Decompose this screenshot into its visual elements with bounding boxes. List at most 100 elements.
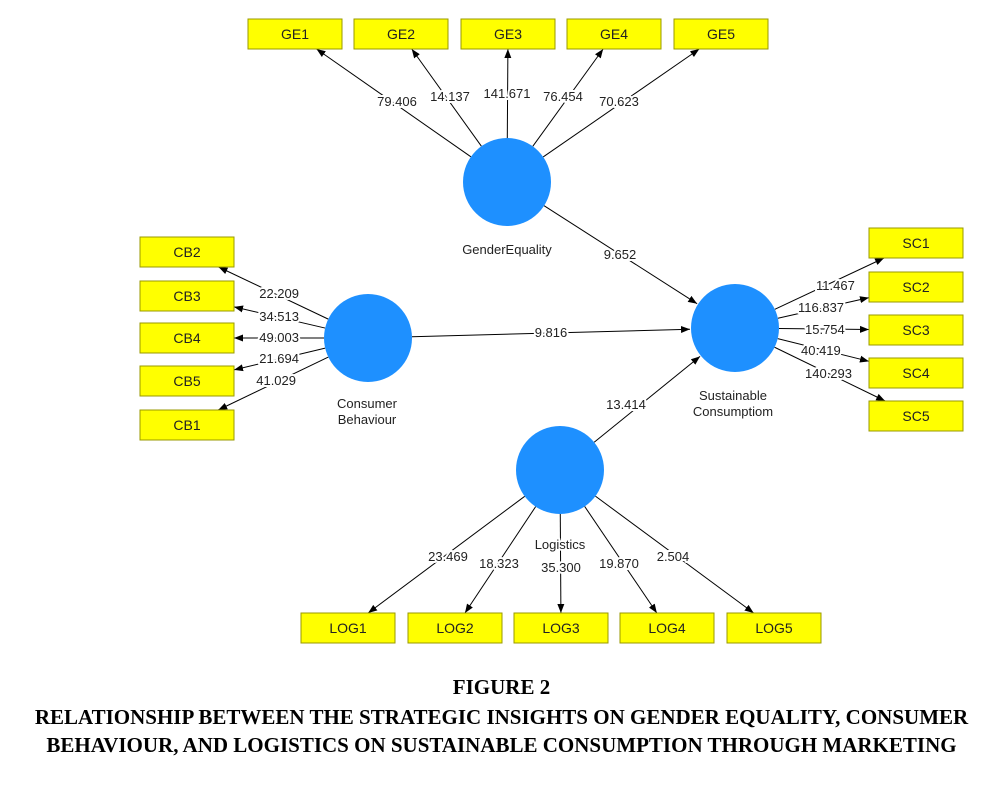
outer-path-sc3 [778,325,870,333]
loading-label-sc1-halo: 11.467 [816,278,855,293]
loading-label-ge1-halo: 79.406 [377,94,417,109]
outer-path-ge1 [316,48,472,158]
inner-path-cb-to-sco [411,325,691,338]
figure-title: RELATIONSHIP BETWEEN THE STRATEGIC INSIG… [34,705,969,757]
indicator-box [619,612,715,644]
loading-label-ge2-halo: 14.137 [430,89,470,104]
path-coefficient-ge-halo: 9.652 [604,247,637,262]
loading-label-log3-halo: 35.300 [541,560,581,575]
loading-label-sc2-halo: 116.837 [798,300,844,315]
indicator-cb4: CB4 [139,322,235,354]
loading-label-ge2: 14.137 [430,89,470,104]
indicator-label: CB2 [173,244,200,260]
indicator-label: SC1 [902,235,929,251]
indicator-label: GE2 [387,26,415,42]
indicator-cb5: CB5 [139,365,235,397]
construct-label-sco-halo: Sustainable [699,388,767,403]
construct-label-sco: Consumptiom [693,404,773,419]
loading-label-ge5: 70.623 [599,94,639,109]
outer-path-log5 [595,495,754,614]
loading-label-sc1: 11.467 [816,278,855,293]
loading-label-sc4: 40.419 [801,343,841,358]
indicator-cb3: CB3 [139,280,235,312]
indicator-label: GE4 [600,26,628,42]
loading-label-cb3-halo: 34.513 [259,309,299,324]
indicator-cb2: CB2 [139,236,235,268]
indicator-box [460,18,556,50]
loading-label-sc3: 15.754 [805,322,845,337]
indicator-label: LOG5 [755,620,793,636]
loading-label-sc4-halo: 40.419 [801,343,841,358]
figure-number: FIGURE 2 [452,675,551,699]
indicator-ge5: GE5 [673,18,769,50]
construct-label-ge-halo: GenderEquality [462,242,552,257]
construct-label-log: Logistics [535,537,586,552]
indicator-box [139,365,235,397]
indicator-log5: LOG5 [726,612,822,644]
indicator-label: CB3 [173,288,200,304]
construct-label-cb-halo: Behaviour [338,412,397,427]
indicator-log2: LOG2 [407,612,503,644]
indicator-label: SC2 [902,279,929,295]
indicator-label: LOG1 [329,620,367,636]
construct-label-log-halo: Logistics [535,537,586,552]
indicator-label: CB5 [173,373,200,389]
indicator-label: GE5 [707,26,735,42]
path-coefficient-log-halo: 13.414 [606,397,646,412]
loading-label-log2: 18.323 [479,556,519,571]
indicator-box [726,612,822,644]
construct-log [516,426,604,514]
indicator-label: CB1 [173,417,200,433]
indicator-box [139,280,235,312]
loading-label-cb3: 34.513 [259,309,299,324]
indicator-label: SC5 [902,408,929,424]
loading-label-ge4: 76.454 [543,89,583,104]
loading-label-cb1-halo: 41.029 [256,373,296,388]
indicator-box [139,409,235,441]
loading-label-log4-halo: 19.870 [599,556,639,571]
indicator-ge4: GE4 [566,18,662,50]
indicator-box [139,236,235,268]
indicator-log4: LOG4 [619,612,715,644]
indicator-ge3: GE3 [460,18,556,50]
indicator-label: SC4 [902,365,929,381]
indicator-label: LOG4 [648,620,686,636]
indicator-box [868,357,964,389]
indicator-log3: LOG3 [513,612,609,644]
loading-label-cb4: 49.003 [259,330,299,345]
loading-label-cb5: 21.694 [259,351,299,366]
indicator-label: CB4 [173,330,200,346]
construct-label-cb: Consumer [337,396,398,411]
outer-path-log2 [464,506,537,614]
indicator-ge2: GE2 [353,18,449,50]
indicator-box [300,612,396,644]
indicator-box [868,227,964,259]
indicator-box [566,18,662,50]
indicator-label: GE1 [281,26,309,42]
path-coefficient-ge: 9.652 [604,247,637,262]
construct-cb [324,294,412,382]
loading-label-log5: 2.504 [657,549,690,564]
indicator-sc1: SC1 [868,227,964,259]
outer-path-log1 [367,495,526,614]
indicator-cb1: CB1 [139,409,235,441]
indicator-sc3: SC3 [868,314,964,346]
indicator-label: LOG2 [436,620,474,636]
outer-path-sc2 [777,296,870,319]
outer-path-cb3 [233,305,326,329]
loading-label-log4: 19.870 [599,556,639,571]
loading-label-ge3: 141.671 [484,86,531,101]
path-coefficient-cb-halo: 9.816 [535,325,568,340]
outer-path-log3 [557,513,565,614]
indicator-label: SC3 [902,322,929,338]
loading-label-ge1: 79.406 [377,94,417,109]
loading-label-log3: 35.300 [541,560,581,575]
loading-label-cb2: 22.209 [259,286,299,301]
outer-path-ge5 [542,48,700,158]
loading-label-sc3-halo: 15.754 [805,322,845,337]
construct-label-cb-halo: Consumer [337,396,398,411]
indicator-label: LOG3 [542,620,580,636]
construct-label-sco-halo: Consumptiom [693,404,773,419]
loading-label-cb2-halo: 22.209 [259,286,299,301]
